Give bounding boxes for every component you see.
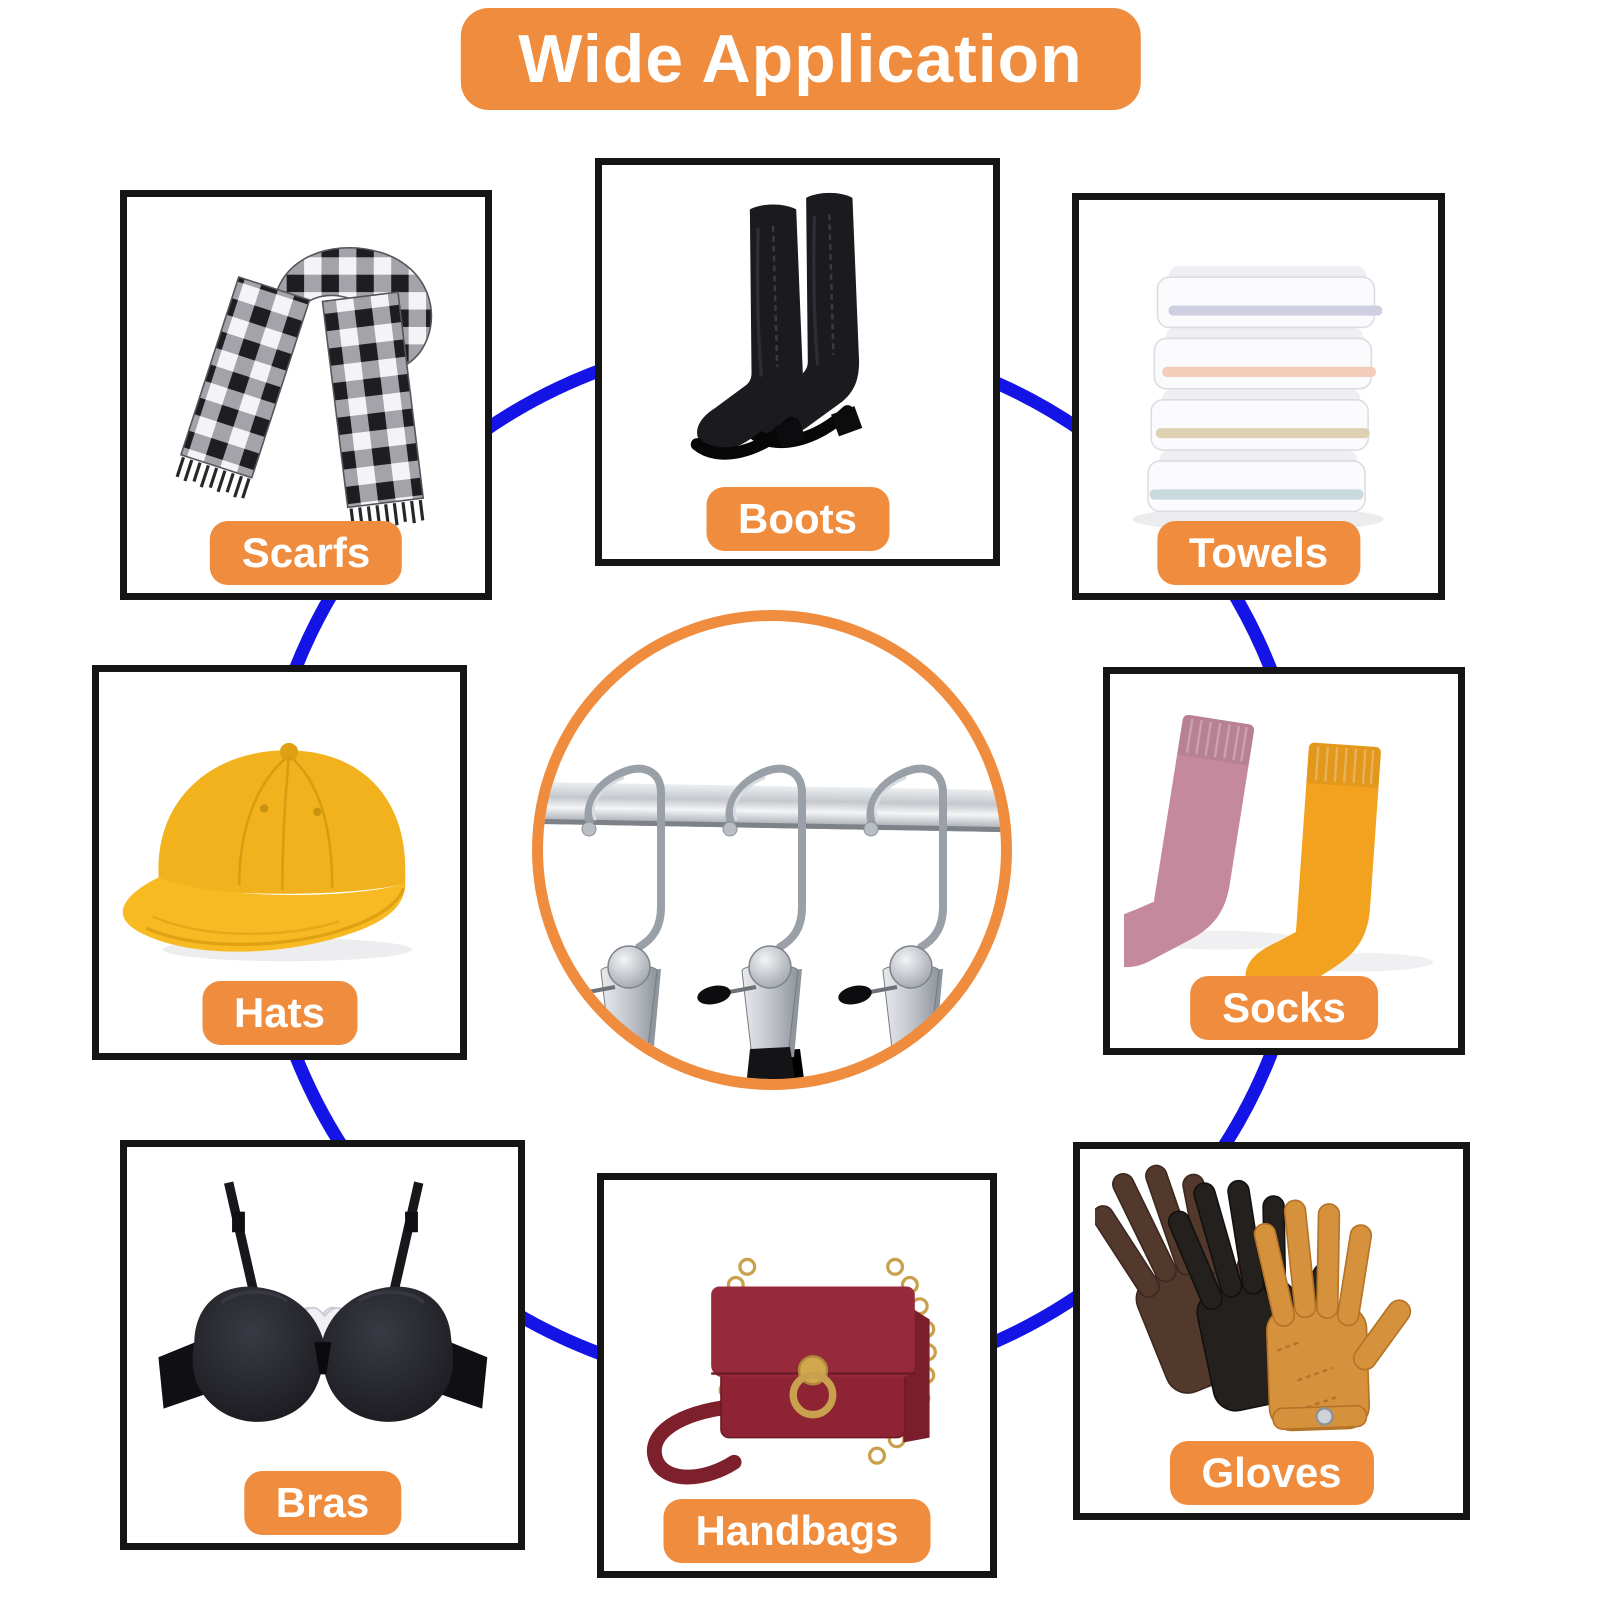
category-badge-hats: Hats xyxy=(201,981,358,1045)
category-badge-bras: Bras xyxy=(243,1471,402,1535)
bra-icon xyxy=(158,1181,487,1422)
category-box-scarfs: Scarfs xyxy=(120,190,492,600)
category-box-socks: Socks xyxy=(1103,667,1465,1055)
scarf-icon xyxy=(175,246,433,530)
category-badge-scarfs: Scarfs xyxy=(209,521,403,585)
category-box-towels: Towels xyxy=(1072,193,1445,600)
cap-icon xyxy=(123,742,413,961)
category-badge-towels: Towels xyxy=(1156,521,1361,585)
category-badge-gloves: Gloves xyxy=(1169,1441,1374,1505)
category-box-gloves: Gloves xyxy=(1073,1142,1470,1520)
socks-icon xyxy=(1123,705,1434,996)
category-box-handbags: Handbags xyxy=(597,1173,997,1578)
category-box-hats: Hats xyxy=(92,665,467,1060)
category-badge-handbags: Handbags xyxy=(663,1499,931,1563)
category-badge-socks: Socks xyxy=(1190,976,1378,1040)
boot-hanger-clips-icon xyxy=(543,621,1001,1079)
category-box-boots: Boots xyxy=(595,158,1000,566)
towels-icon xyxy=(1132,265,1385,532)
handbag-icon xyxy=(647,1257,938,1485)
page-title: Wide Application xyxy=(460,8,1141,110)
category-badge-boots: Boots xyxy=(706,487,889,551)
product-circle xyxy=(532,610,1012,1090)
category-box-bras: Bras xyxy=(120,1140,525,1550)
gloves-icon xyxy=(1095,1156,1420,1433)
boots-icon xyxy=(618,173,978,504)
